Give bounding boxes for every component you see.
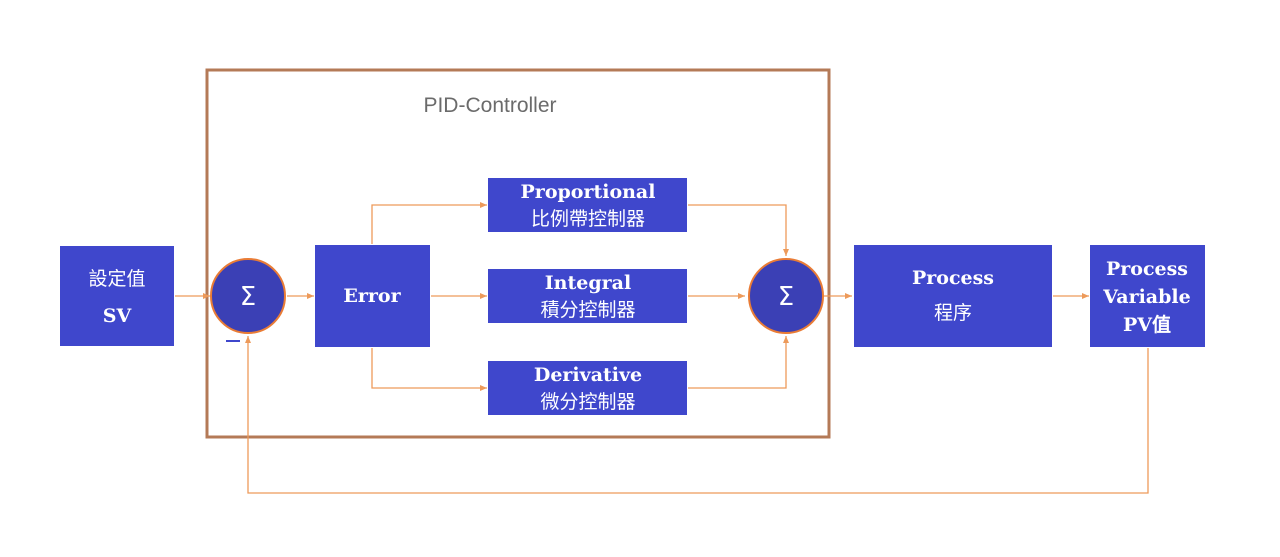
error-label: Error: [343, 285, 401, 307]
setpoint-label-sv: SV: [103, 305, 133, 327]
proportional-label-cjk: 比例帶控制器: [531, 208, 645, 230]
arrow-error-to-proportional: [371, 202, 487, 244]
arrow-error-to-derivative: [371, 348, 487, 391]
connectors: [175, 202, 1149, 494]
sum2-circle: [748, 258, 824, 334]
proportional-label-en: Proportional: [521, 181, 656, 203]
sum2-sigma: Σ: [778, 282, 794, 312]
process-variable-box: [1090, 245, 1205, 347]
derivative-block: Derivative 微分控制器: [488, 361, 687, 415]
derivative-label-en: Derivative: [534, 364, 642, 386]
process-label-cjk: 程序: [934, 302, 972, 324]
pid-controller-frame: [205, 68, 831, 439]
arrow-derivative-to-sum2: [688, 336, 789, 389]
arrow-feedback-pv-to-sum1: [245, 336, 1149, 494]
summing-junction-1: Σ: [210, 258, 286, 342]
setpoint-box: [60, 246, 174, 346]
pv-label-line1: Process: [1106, 258, 1188, 280]
process-variable-block: Process Variable PV值: [1090, 245, 1205, 347]
pv-label-line2: Variable: [1102, 286, 1190, 308]
setpoint-label-cjk: 設定值: [88, 268, 145, 290]
sum1-sigma: Σ: [240, 282, 256, 312]
proportional-box: [488, 178, 687, 232]
sum1-minus-mark: [226, 340, 240, 342]
integral-box: [488, 269, 687, 323]
pv-label-line3: PV值: [1123, 313, 1171, 336]
setpoint-block: 設定值 SV: [60, 246, 174, 346]
summing-junction-2: Σ: [748, 258, 824, 334]
process-label-en: Process: [912, 267, 994, 289]
integral-label-en: Integral: [545, 272, 631, 294]
error-box: [315, 245, 430, 347]
derivative-box: [488, 361, 687, 415]
integral-block: Integral 積分控制器: [488, 269, 687, 323]
sum1-circle: [210, 258, 286, 334]
arrow-proportional-to-sum2: [688, 204, 789, 256]
process-block: Process 程序: [854, 245, 1052, 347]
integral-label-cjk: 積分控制器: [540, 299, 635, 321]
pid-controller-title: PID-Controller: [423, 94, 556, 117]
process-box: [854, 245, 1052, 347]
proportional-block: Proportional 比例帶控制器: [488, 178, 687, 232]
derivative-label-cjk: 微分控制器: [540, 391, 635, 413]
error-block: Error: [315, 245, 430, 347]
